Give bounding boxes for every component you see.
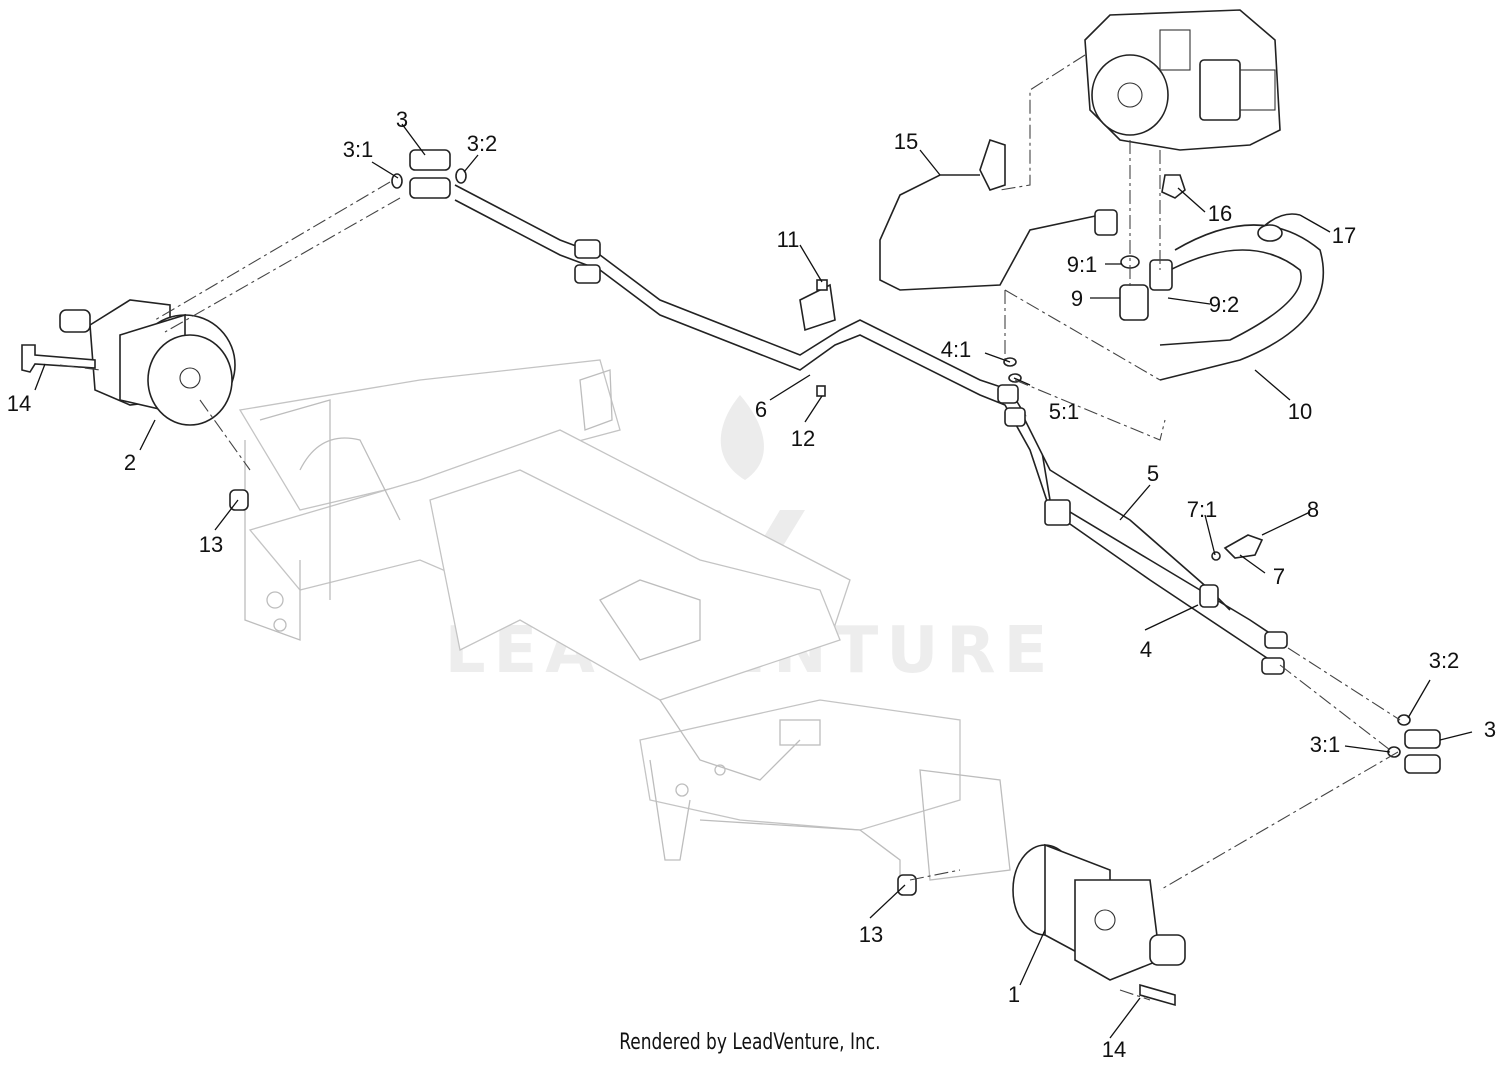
callout-9-2: 9:2 (1209, 292, 1240, 317)
hydraulic-lines (454, 174, 1325, 661)
hydraulic-pump (1084, 9, 1281, 151)
callout-3-2-right: 3:2 (1429, 648, 1460, 673)
callout-12: 12 (791, 426, 815, 451)
callout-3-top: 3 (396, 107, 408, 132)
callout-4: 4 (1140, 637, 1152, 662)
callout-13-right: 13 (859, 922, 883, 947)
callout-17: 17 (1332, 223, 1356, 248)
callout-9-1: 9:1 (1067, 252, 1098, 277)
leader-lines (34, 123, 1473, 1039)
callout-1: 1 (1008, 982, 1020, 1007)
callout-8: 8 (1307, 497, 1319, 522)
assembly-dash-lines (59, 54, 1401, 1001)
callout-13-left: 13 (199, 532, 223, 557)
wheel-motor-right (1012, 843, 1186, 981)
rendered-by-credit: Rendered by LeadVenture, Inc. (0, 1030, 1500, 1055)
callout-9: 9 (1071, 286, 1083, 311)
callout-11: 11 (777, 227, 800, 252)
chassis-frame (238, 359, 1011, 881)
callout-3-1-top: 3:1 (343, 137, 374, 162)
callout-16: 16 (1208, 201, 1232, 226)
callout-14-right: 14 (1102, 1037, 1126, 1062)
callout-labels: 1 2 3 3 3:1 3:1 3:2 3:2 4 4:1 5 5:1 6 7 … (7, 107, 1496, 1062)
callout-3-1-right: 3:1 (1310, 732, 1341, 757)
callout-5-1: 5:1 (1049, 399, 1080, 424)
callout-3-2-top: 3:2 (467, 131, 498, 156)
callout-5: 5 (1147, 461, 1159, 486)
callout-6: 6 (755, 397, 767, 422)
callout-4-1: 4:1 (941, 337, 972, 362)
wheel-motor-left (59, 299, 236, 426)
callout-3-right: 3 (1484, 717, 1496, 742)
callout-10: 10 (1288, 399, 1312, 424)
callout-7: 7 (1273, 564, 1285, 589)
fittings (21, 138, 1441, 1007)
callout-14-left: 14 (7, 391, 31, 416)
credit-text: Rendered by LeadVenture, Inc. (619, 1030, 881, 1055)
callout-15: 15 (894, 129, 918, 154)
callout-7-1: 7:1 (1187, 497, 1218, 522)
callout-2: 2 (124, 450, 136, 475)
